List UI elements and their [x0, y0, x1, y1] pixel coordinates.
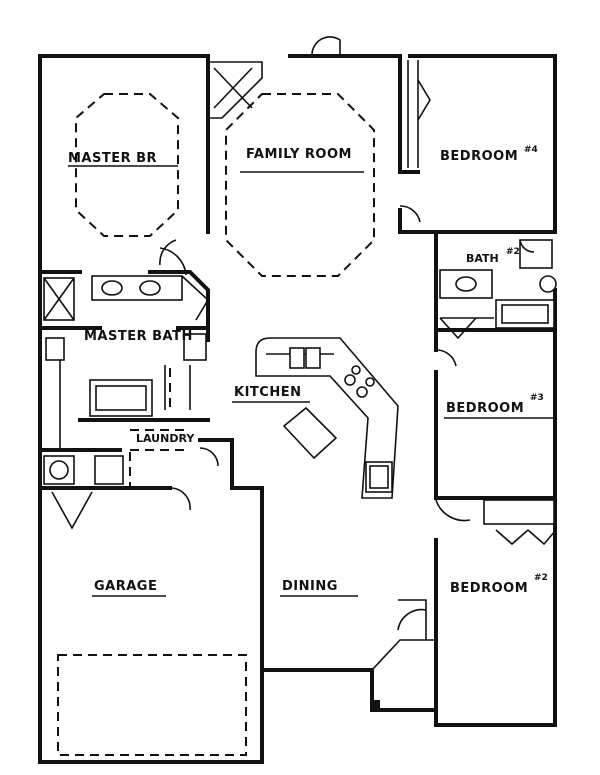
room-labels: MASTER BR FAMILY ROOM BEDROOM #4 BATH #2…: [68, 145, 556, 597]
family-room-ceiling-outline: [225, 93, 375, 277]
label-laundry: LAUNDRY: [136, 432, 195, 445]
label-bedroom-3-number: #3: [530, 393, 544, 403]
label-garage: GARAGE: [94, 579, 157, 594]
label-master-br: MASTER BR: [68, 151, 157, 166]
interior-walls: [38, 54, 557, 727]
label-kitchen: KITCHEN: [234, 385, 301, 400]
label-bath-2-number: #2: [506, 247, 520, 257]
label-bedroom-4: BEDROOM: [440, 149, 518, 164]
label-family-room: FAMILY ROOM: [246, 147, 352, 162]
label-bath-2: BATH: [466, 252, 499, 265]
garage-door: [57, 654, 247, 756]
front-entry-door: [311, 36, 341, 57]
label-master-bath: MASTER BATH: [84, 329, 193, 344]
label-bedroom-2-number: #2: [534, 573, 548, 583]
label-bedroom-4-number: #4: [524, 145, 538, 155]
label-bedroom-2: BEDROOM: [450, 581, 528, 596]
label-bedroom-3: BEDROOM: [446, 401, 524, 416]
master-br-ceiling-outline: [75, 93, 179, 237]
label-dining: DINING: [282, 579, 338, 594]
kitchen-counters: [255, 337, 399, 499]
